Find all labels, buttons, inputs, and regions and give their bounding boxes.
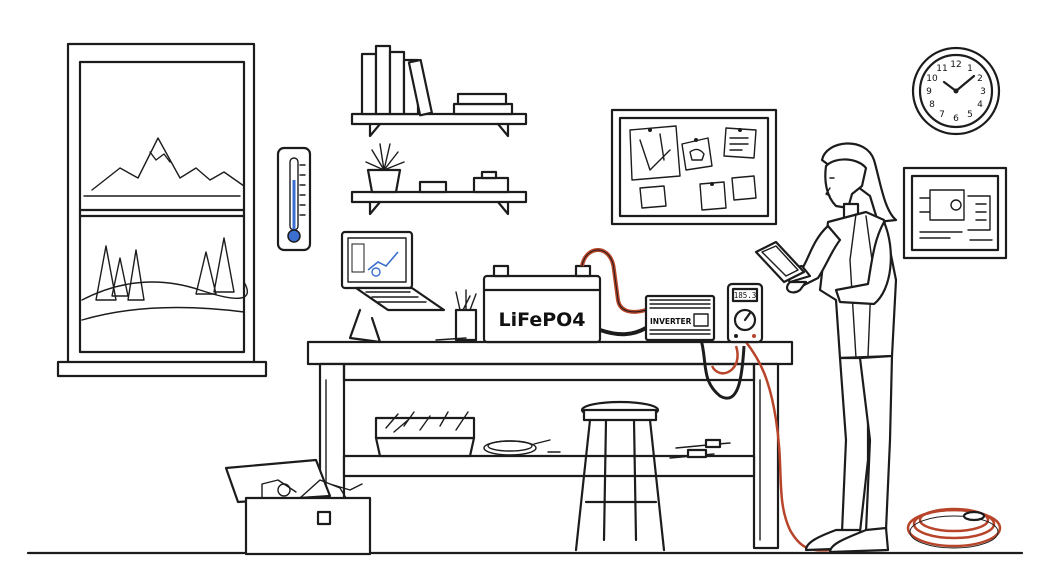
clock-number: 9 <box>926 87 932 97</box>
battery-label: LiFePO4 <box>498 309 585 331</box>
workbench <box>306 340 794 550</box>
framed-schematic <box>902 166 1008 260</box>
clock-number: 10 <box>926 74 938 84</box>
laptop <box>340 230 446 344</box>
parts-tray <box>374 411 476 458</box>
clock-number: 11 <box>936 64 947 74</box>
inverter-label: INVERTER <box>650 317 692 326</box>
clock-number: 3 <box>980 87 986 97</box>
lifepo4-battery: LiFePO4 <box>482 264 602 344</box>
clock-number: 2 <box>977 74 983 84</box>
upper-shelf <box>350 44 528 138</box>
corkboard <box>610 108 778 226</box>
clock-number: 7 <box>939 110 945 120</box>
inverter: INVERTER <box>644 294 716 342</box>
wall-thermometer <box>276 146 312 252</box>
screwdrivers <box>669 438 731 459</box>
toolbox <box>224 458 372 556</box>
cables <box>580 248 831 552</box>
window <box>56 42 268 378</box>
stool <box>574 400 666 552</box>
person-with-tablet <box>754 142 898 554</box>
clock-number: 6 <box>953 114 959 124</box>
multimeter-reading: 185.3 <box>734 291 757 300</box>
clock-number: 1 <box>967 64 973 74</box>
pen-cup <box>435 289 478 342</box>
multimeter: 185.3 <box>726 282 764 344</box>
clock-number: 5 <box>967 110 973 120</box>
cable-spool <box>906 507 1002 549</box>
clock-number: 8 <box>929 100 935 110</box>
clock-number: 12 <box>950 60 961 70</box>
coiled-wire <box>483 439 561 456</box>
lower-shelf <box>350 143 528 216</box>
clock-number: 4 <box>977 100 983 110</box>
wall-clock: 12 1 2 3 4 5 6 7 8 9 10 11 <box>911 46 1001 136</box>
